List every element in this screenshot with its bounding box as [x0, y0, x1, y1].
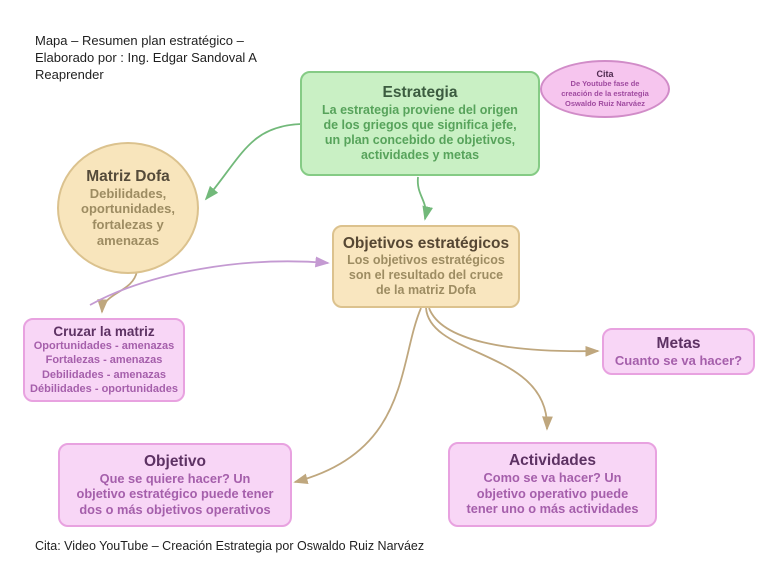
metas-title: Metas [656, 334, 701, 352]
connector-cruzar-to-objetivos [89, 256, 330, 306]
node-metas: Metas Cuanto se va hacer? [602, 328, 755, 375]
node-matriz-dofa: Matriz Dofa Debilidades, oportunidades, … [57, 142, 199, 274]
connector-objetivos-to-actividades [425, 307, 553, 431]
cita-body: De Youtube fase de creación de la estrat… [561, 79, 649, 108]
slide-footer-citation: Cita: Video YouTube – Creación Estrategi… [35, 539, 425, 553]
node-objetivos-estrategicos: Objetivos estratégicos Los objetivos est… [332, 225, 520, 308]
connector-objetivos-to-objetivo [293, 307, 422, 485]
connector-estrategia-to-matriz-dofa [204, 123, 302, 201]
slide-header-note: Mapa – Resumen plan estratégico – Elabor… [35, 33, 257, 83]
connector-objetivos-to-metas [428, 307, 600, 357]
cruzar-la-matriz-title: Cruzar la matriz [53, 323, 155, 339]
objetivo-title: Objetivo [143, 452, 206, 470]
cruzar-la-matriz-body: Oportunidades - amenazas Fortalezas - am… [30, 339, 178, 395]
connector-estrategia-to-objetivos [416, 176, 433, 221]
matriz-dofa-body: Debilidades, oportunidades, fortalezas y… [81, 185, 175, 248]
actividades-title: Actividades [508, 452, 596, 470]
objetivo-body: Que se quiere hacer? Un objetivo estraté… [76, 470, 274, 517]
node-objetivo: Objetivo Que se quiere hacer? Un objetiv… [58, 443, 292, 527]
matriz-dofa-title: Matriz Dofa [86, 167, 170, 185]
node-cita: Cita De Youtube fase de creación de la e… [540, 60, 670, 118]
estrategia-body: La estrategia proviene del origen de los… [322, 103, 518, 162]
objetivos-estrategicos-body: Los objetivos estratégicos son el result… [347, 253, 505, 297]
cita-title: Cita [596, 69, 614, 80]
node-cruzar-la-matriz: Cruzar la matriz Oportunidades - amenaza… [23, 318, 185, 402]
node-actividades: Actividades Como se va hacer? Un objetiv… [448, 442, 657, 527]
estrategia-title: Estrategia [382, 84, 458, 101]
objetivos-estrategicos-title: Objetivos estratégicos [342, 235, 510, 252]
actividades-body: Como se va hacer? Un objetivo operativo … [466, 470, 639, 517]
metas-body: Cuanto se va hacer? [614, 352, 743, 368]
node-estrategia: Estrategia La estrategia proviene del or… [300, 71, 540, 176]
